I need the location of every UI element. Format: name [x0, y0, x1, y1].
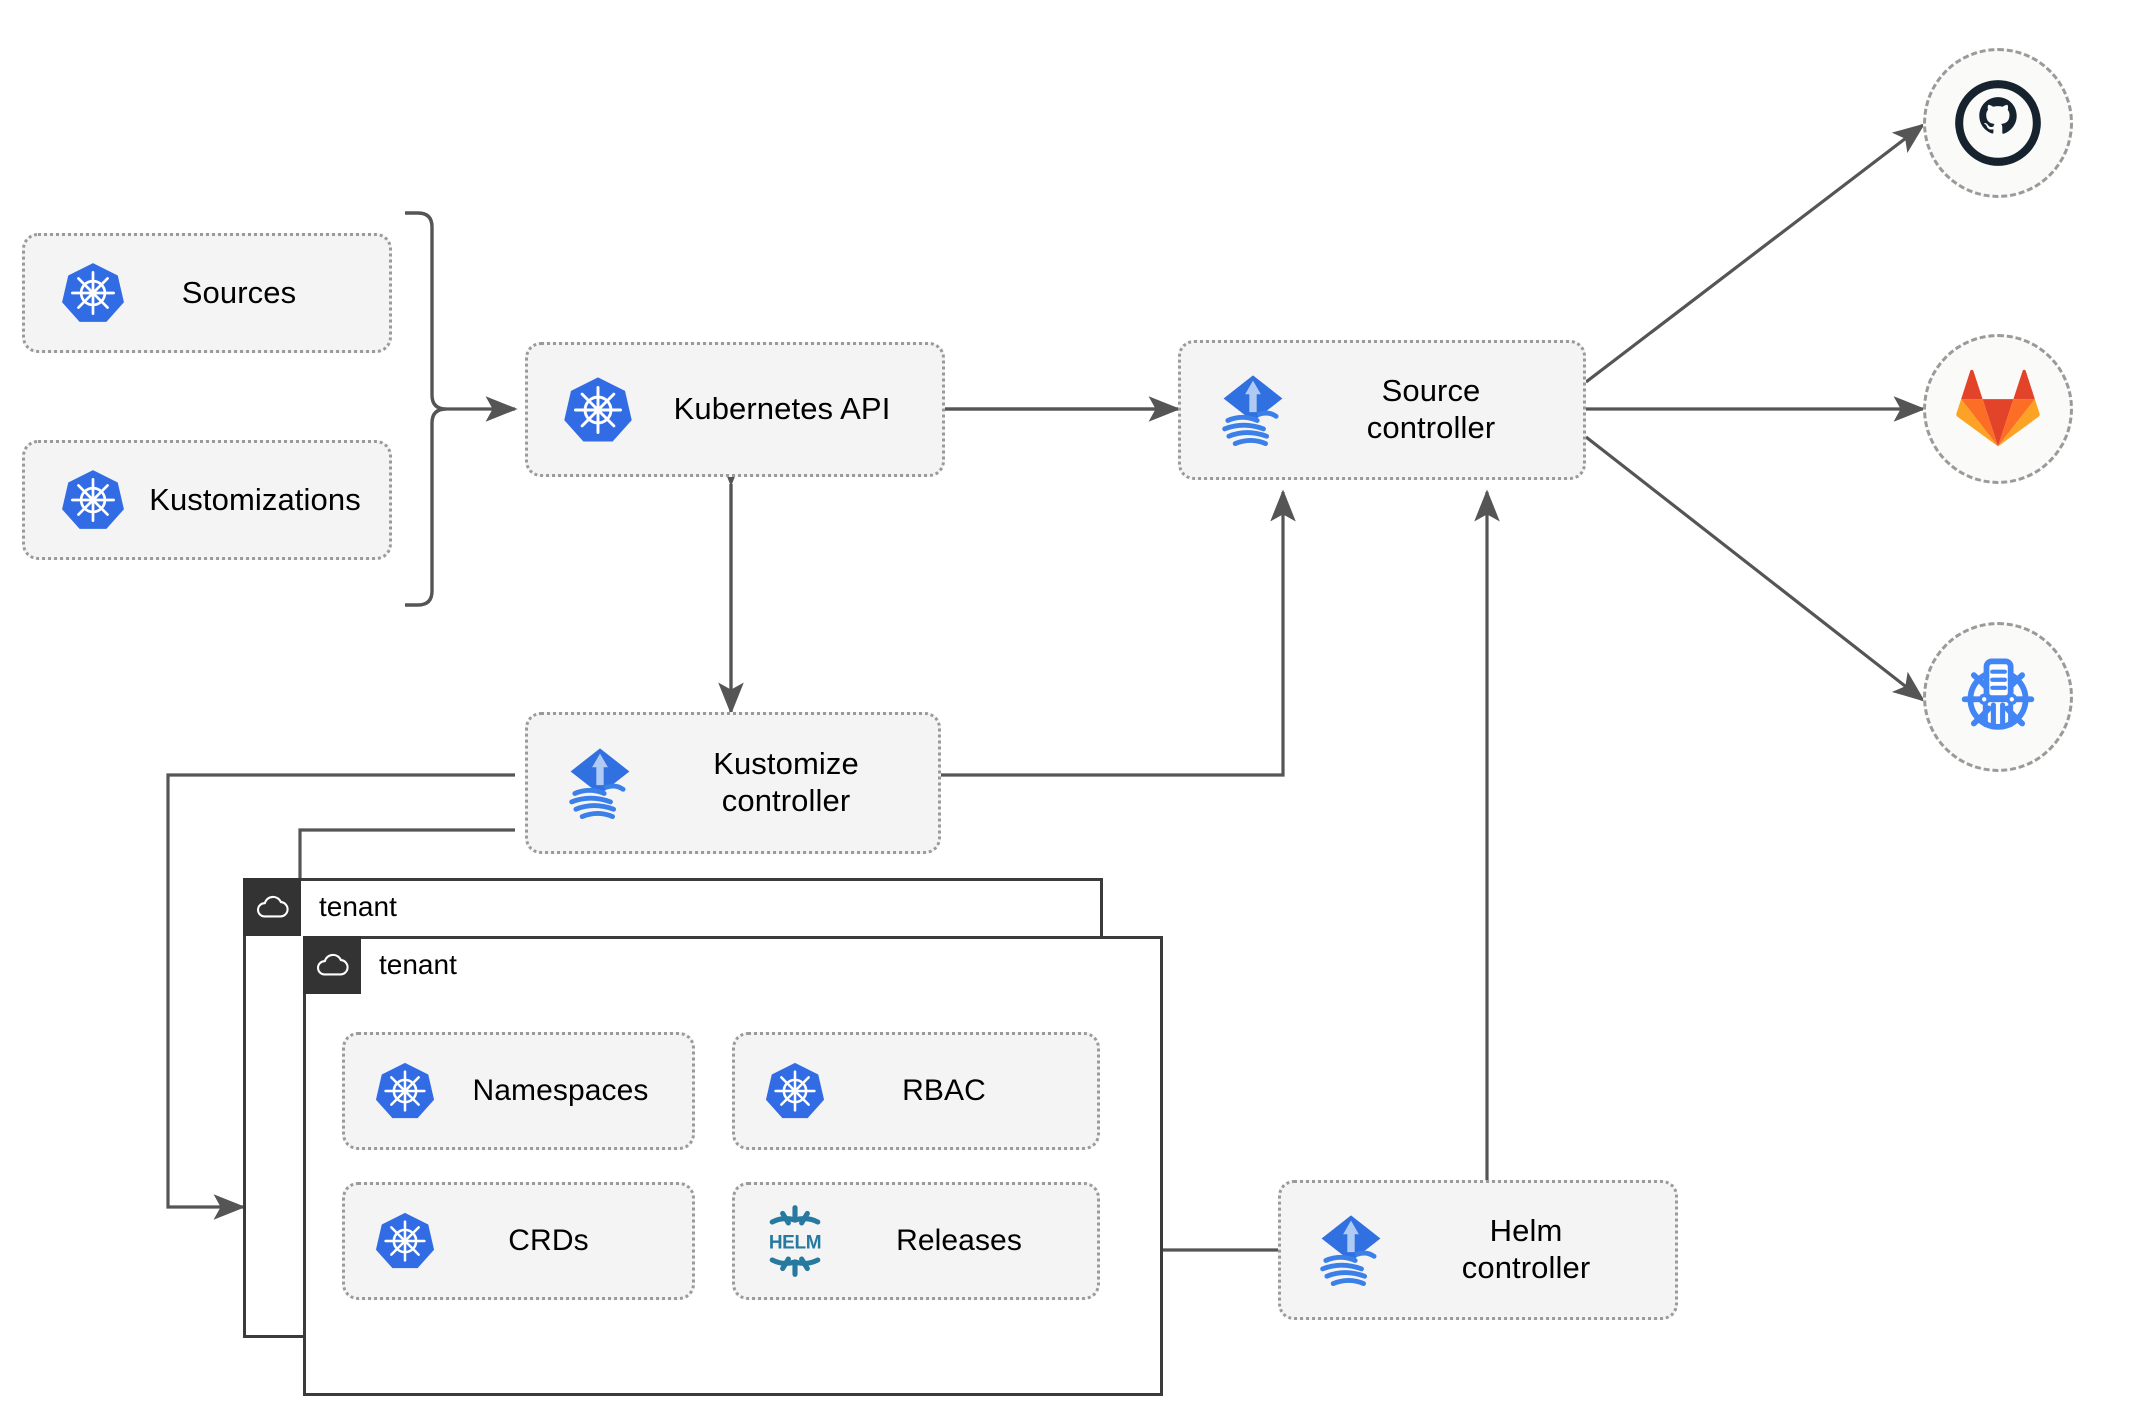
node-label: Helm controller: [1461, 1213, 1591, 1285]
endpoint-gitlab[interactable]: [1923, 334, 2073, 484]
node-helm-controller[interactable]: Helm controller: [1278, 1180, 1678, 1320]
endpoint-github[interactable]: [1923, 48, 2073, 198]
kubernetes-icon: [47, 467, 139, 533]
kubernetes-icon: [47, 260, 139, 326]
node-source-controller[interactable]: Source controller: [1178, 340, 1586, 480]
cloud-icon: [303, 936, 361, 994]
tenant-title-bar: tenant: [243, 878, 397, 936]
tenant-panel-front[interactable]: tenant: [303, 936, 1163, 1396]
node-crds[interactable]: CRDs: [342, 1182, 695, 1300]
node-kustomize-controller[interactable]: Kustomize controller: [525, 712, 941, 854]
kubernetes-icon: [363, 1210, 447, 1272]
node-label: RBAC: [902, 1074, 986, 1108]
svg-text:HELM: HELM: [769, 1233, 821, 1254]
oci-registry-icon: [1961, 658, 2035, 730]
node-rbac[interactable]: RBAC: [732, 1032, 1100, 1150]
node-kubernetes-api[interactable]: Kubernetes API: [525, 342, 945, 477]
tenant-label: tenant: [379, 949, 457, 980]
flux-icon: [1197, 368, 1309, 452]
node-label: Kustomize controller: [713, 746, 859, 818]
node-label: Releases: [896, 1224, 1022, 1258]
tenant-title-bar: tenant: [303, 936, 457, 994]
flux-icon: [1297, 1208, 1405, 1292]
node-label: Source controller: [1366, 373, 1496, 445]
endpoint-oci-registry[interactable]: [1923, 622, 2073, 772]
node-label: Kubernetes API: [673, 391, 891, 427]
kubernetes-icon: [548, 374, 648, 446]
gitlab-icon: [1956, 369, 2040, 447]
kubernetes-icon: [363, 1060, 447, 1122]
node-kustomizations[interactable]: Kustomizations: [22, 440, 392, 560]
node-label: Sources: [181, 274, 297, 310]
tenant-label: tenant: [319, 891, 397, 922]
flux-icon: [544, 741, 656, 825]
node-namespaces[interactable]: Namespaces: [342, 1032, 695, 1150]
helm-icon: HELM: [749, 1203, 841, 1279]
node-label: Namespaces: [472, 1074, 649, 1108]
cloud-icon: [243, 878, 301, 936]
node-releases[interactable]: HELM Releases: [732, 1182, 1100, 1300]
github-icon: [1955, 80, 2041, 166]
node-label: Kustomizations: [149, 481, 361, 517]
node-label: CRDs: [508, 1224, 589, 1258]
node-sources[interactable]: Sources: [22, 233, 392, 353]
kubernetes-icon: [753, 1060, 837, 1122]
